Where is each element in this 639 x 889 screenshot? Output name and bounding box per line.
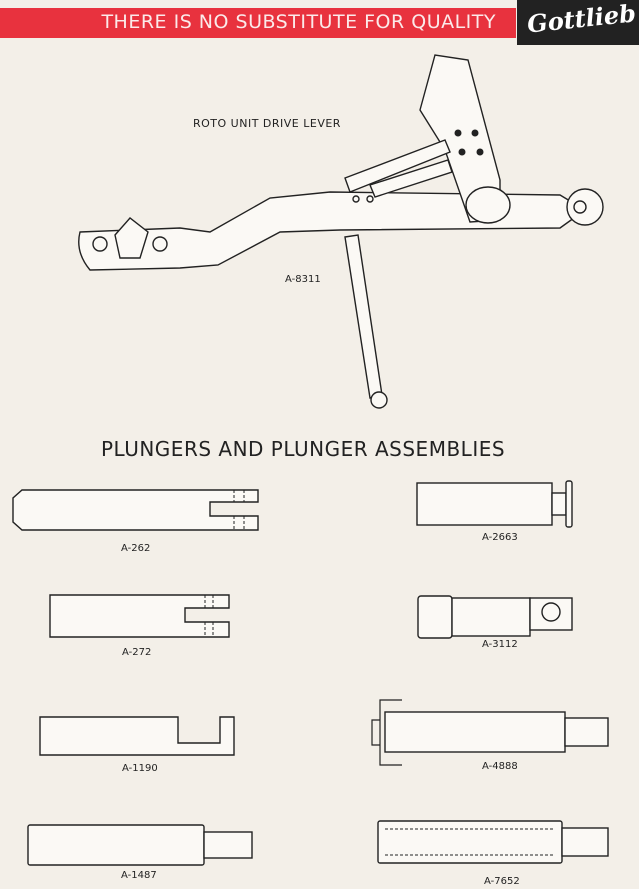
part-a-1487-drawing [27, 824, 253, 866]
part-a-7652-drawing [377, 820, 609, 864]
section-heading-plungers: PLUNGERS AND PLUNGER ASSEMBLIES [101, 437, 506, 461]
part-label: A-7652 [484, 876, 520, 887]
section-title-roto-unit: ROTO UNIT DRIVE LEVER [193, 117, 341, 130]
part-label: A-1190 [122, 763, 158, 774]
part-label-a-8311: A-8311 [285, 274, 321, 285]
gottlieb-logo: Gottlieb [517, 0, 639, 45]
part-a-3112-drawing [417, 595, 573, 639]
part-label: A-2663 [482, 532, 518, 543]
part-label: A-272 [122, 647, 152, 658]
part-label: A-3112 [482, 639, 518, 650]
part-a-1190-drawing [39, 716, 235, 756]
part-a-2663-drawing [416, 480, 573, 528]
part-label: A-262 [121, 543, 151, 554]
part-a-262-drawing [12, 489, 259, 531]
part-label: A-1487 [121, 870, 157, 881]
part-label: A-4888 [482, 761, 518, 772]
drive-lever-drawing [78, 54, 604, 409]
part-a-272-drawing [49, 594, 230, 638]
part-a-4888-drawing [371, 699, 609, 766]
slogan-banner: THERE IS NO SUBSTITUTE FOR QUALITY [0, 8, 516, 38]
slogan-text: THERE IS NO SUBSTITUTE FOR QUALITY [101, 11, 496, 33]
